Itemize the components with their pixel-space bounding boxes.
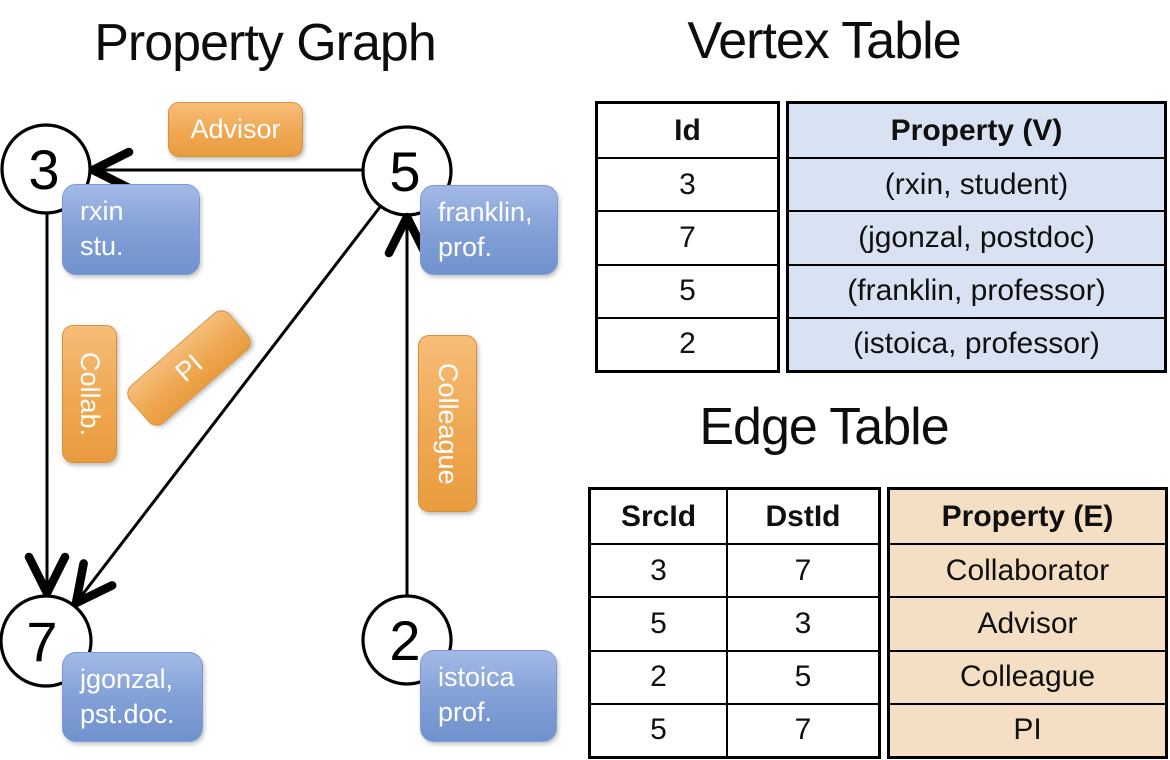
vertex-property-box-7: jgonzal, pst.doc. bbox=[62, 652, 203, 742]
vertex-property-2-line1: istoica bbox=[438, 662, 515, 692]
edge-table-row-0-src: 3 bbox=[650, 553, 667, 587]
vertex-table-header-id: Id bbox=[674, 113, 701, 147]
edge-table-row-3-src: 5 bbox=[650, 713, 667, 747]
edge-table-row-0-ids: 3 7 bbox=[591, 543, 878, 597]
vertex-id-2: 2 bbox=[389, 608, 421, 672]
vertex-property-5-line1: franklin, bbox=[438, 197, 533, 227]
edge-pi-arrow-5-to-7 bbox=[71, 206, 382, 608]
vertex-property-5-line2: prof. bbox=[438, 232, 493, 262]
edge-table-title: Edge Table bbox=[699, 398, 949, 456]
vertex-table-property-column: Property (V) (rxin, student) (jgonzal, p… bbox=[786, 101, 1167, 373]
edge-table-row-3-dst: 7 bbox=[726, 704, 878, 756]
vertex-table-title: Vertex Table bbox=[687, 12, 961, 70]
edge-table-header-property: Property (E) bbox=[941, 499, 1114, 533]
edge-label-colleague-text: Colleague bbox=[433, 362, 463, 485]
vertex-table-row-3-property: (istoica, professor) bbox=[789, 316, 1164, 370]
edge-table-row-2-src: 2 bbox=[650, 660, 667, 694]
vertex-property-3-line1: rxin bbox=[80, 196, 124, 226]
edge-table-row-1-src: 5 bbox=[650, 606, 667, 640]
vertex-id-7: 7 bbox=[26, 609, 58, 673]
vertex-table-header-property: Property (V) bbox=[890, 113, 1063, 147]
vertex-property-box-3: rxin stu. bbox=[62, 184, 200, 275]
vertex-property-box-2: istoica prof. bbox=[420, 650, 557, 742]
vertex-table-row-2-id: 5 bbox=[598, 263, 777, 317]
edge-label-colleague: Colleague bbox=[418, 335, 477, 512]
edge-table-row-2-ids: 2 5 bbox=[591, 649, 878, 703]
property-graph-title: Property Graph bbox=[94, 14, 437, 72]
vertex-property-7-line2: pst.doc. bbox=[80, 699, 175, 729]
edge-label-advisor: Advisor bbox=[168, 102, 303, 157]
edge-table-row-3-property: PI bbox=[890, 702, 1165, 756]
edge-table-header-srcid: SrcId bbox=[620, 499, 697, 533]
edge-table-row-1-dst: 3 bbox=[726, 598, 878, 650]
vertex-property-7-line1: jgonzal, bbox=[80, 664, 174, 694]
vertex-table-id-column: Id 3 7 5 2 bbox=[595, 101, 780, 373]
edge-table-row-2-property: Colleague bbox=[890, 649, 1165, 703]
vertex-id-5: 5 bbox=[389, 139, 421, 203]
edge-table-row-0-property: Collaborator bbox=[890, 543, 1165, 596]
edge-label-advisor-text: Advisor bbox=[190, 114, 281, 144]
vertex-table-row-3-id: 2 bbox=[598, 316, 777, 370]
vertex-table-row-0-property: (rxin, student) bbox=[789, 157, 1164, 210]
edge-table-id-columns: SrcId DstId 3 7 5 3 2 5 5 7 bbox=[588, 487, 881, 759]
edge-label-collab-text: Collab. bbox=[75, 351, 105, 437]
edge-table-row-3-ids: 5 7 bbox=[591, 702, 878, 756]
vertex-table-row-2-property: (franklin, professor) bbox=[789, 263, 1164, 317]
vertex-id-3: 3 bbox=[28, 137, 60, 201]
vertex-property-2-line2: prof. bbox=[438, 697, 493, 727]
edge-label-collab: Collab. bbox=[62, 325, 117, 463]
vertex-property-3-line2: stu. bbox=[80, 231, 124, 261]
edge-table-row-0-dst: 7 bbox=[726, 545, 878, 597]
edge-table-property-column: Property (E) Collaborator Advisor Collea… bbox=[887, 487, 1168, 759]
vertex-table-row-0-id: 3 bbox=[598, 157, 777, 210]
edge-label-pi-text: PI bbox=[169, 347, 209, 388]
edge-table-header-row: SrcId DstId bbox=[591, 490, 878, 544]
vertex-property-box-5: franklin, prof. bbox=[420, 185, 558, 275]
edge-table-row-2-dst: 5 bbox=[726, 651, 878, 703]
vertex-table-row-1-property: (jgonzal, postdoc) bbox=[789, 210, 1164, 263]
edge-table-header-dstid: DstId bbox=[726, 490, 878, 544]
edge-table-row-1-ids: 5 3 bbox=[591, 596, 878, 650]
vertex-table-row-1-id: 7 bbox=[598, 210, 777, 263]
edge-table-row-1-property: Advisor bbox=[890, 596, 1165, 649]
